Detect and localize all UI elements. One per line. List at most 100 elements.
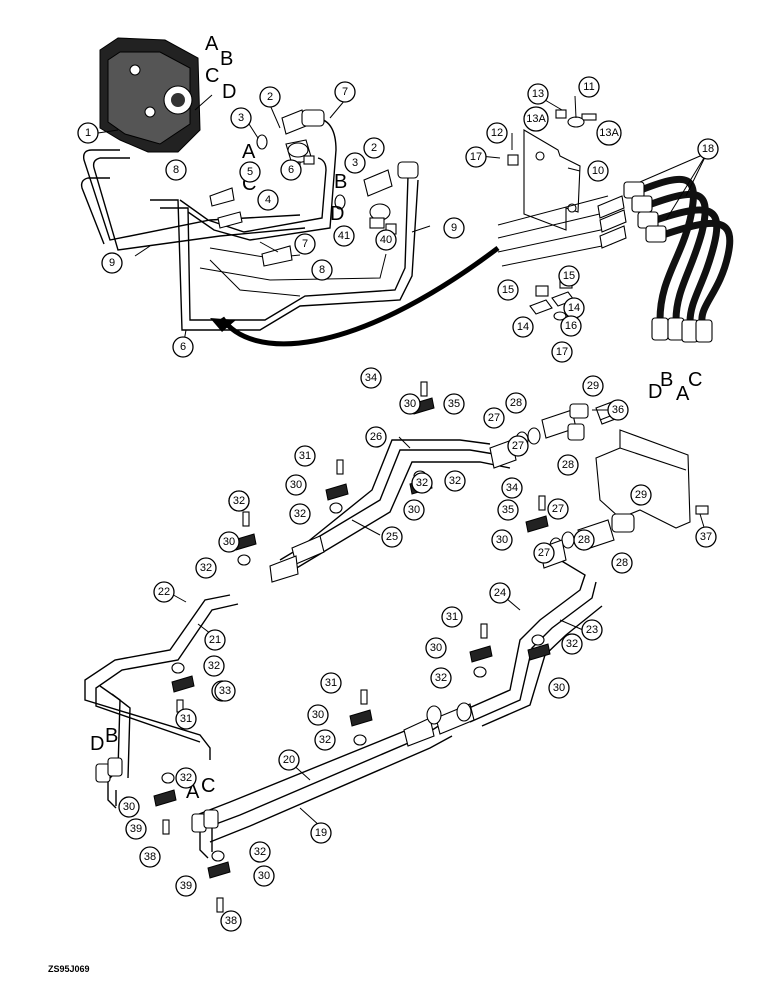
- callout-circle: [294, 233, 316, 255]
- callout-30: 30: [403, 499, 425, 521]
- callout-circle: [486, 122, 508, 144]
- callout-number: 22: [158, 586, 170, 598]
- callout-28: 28: [505, 392, 527, 414]
- callout-circle: [596, 120, 622, 146]
- callout-circle: [505, 392, 527, 414]
- callout-number: 30: [123, 801, 135, 813]
- callout-29: 29: [630, 484, 652, 506]
- callout-26: 26: [365, 426, 387, 448]
- callout-circle: [399, 393, 421, 415]
- callout-number: 30: [408, 504, 420, 516]
- callout-number: 2: [371, 142, 377, 154]
- callout-number: 31: [299, 450, 311, 462]
- callout-35: 35: [497, 499, 519, 521]
- callout-circle: [497, 499, 519, 521]
- callout-circle: [153, 581, 175, 603]
- callout-number: 17: [470, 151, 482, 163]
- hose-letter-b: B: [660, 369, 673, 391]
- callout-number: 28: [616, 557, 628, 569]
- callout-8: 8: [165, 159, 187, 181]
- callout-31: 31: [441, 606, 463, 628]
- callout-number: 32: [416, 477, 428, 489]
- callout-circle: [695, 526, 717, 548]
- callout-6: 6: [280, 159, 302, 181]
- callout-circle: [239, 161, 261, 183]
- callout-34: 34: [501, 477, 523, 499]
- callout-9: 9: [443, 217, 465, 239]
- callout-number: 9: [109, 257, 115, 269]
- callout-circle: [560, 315, 582, 337]
- callout-number: 38: [225, 915, 237, 927]
- callout-36: 36: [607, 399, 629, 421]
- callout-number: 18: [702, 143, 714, 155]
- callout-32: 32: [289, 503, 311, 525]
- callout-number: 13A: [599, 127, 619, 139]
- callout-circle: [551, 341, 573, 363]
- callout-number: 1: [85, 127, 91, 139]
- callout-number: 30: [496, 534, 508, 546]
- callout-number: 4: [265, 194, 271, 206]
- callout-number: 14: [517, 321, 529, 333]
- callout-circle: [253, 865, 275, 887]
- callout-circle: [333, 225, 355, 247]
- callout-circle: [465, 146, 487, 168]
- callout-28: 28: [573, 529, 595, 551]
- callout-15: 15: [558, 265, 580, 287]
- callout-number: 29: [635, 489, 647, 501]
- callout-circle: [203, 655, 225, 677]
- callout-number: 32: [566, 638, 578, 650]
- port-letters: A B C D A C B D D B A C D B A C: [90, 33, 702, 803]
- callout-number: 35: [502, 504, 514, 516]
- callout-number: 32: [319, 734, 331, 746]
- callout-number: 13: [532, 88, 544, 100]
- callout-number: 7: [302, 238, 308, 250]
- callout-number: 23: [586, 624, 598, 636]
- callout-circle: [77, 122, 99, 144]
- callout-number: 20: [283, 754, 295, 766]
- callout-27: 27: [547, 498, 569, 520]
- callout-31: 31: [294, 445, 316, 467]
- callout-number: 30: [258, 870, 270, 882]
- callout-circle: [507, 435, 529, 457]
- callout-circle: [523, 106, 549, 132]
- callout-circle: [483, 407, 505, 429]
- callout-number: 2: [267, 91, 273, 103]
- callout-number: 32: [254, 846, 266, 858]
- callout-number: 29: [587, 380, 599, 392]
- callout-2: 2: [259, 86, 281, 108]
- callout-number: 30: [223, 536, 235, 548]
- callout-7: 7: [334, 81, 356, 103]
- callout-circle: [257, 189, 279, 211]
- callout-number: 11: [583, 81, 594, 93]
- callout-12: 12: [486, 122, 508, 144]
- callout-number: 32: [435, 672, 447, 684]
- callout-number: 30: [430, 642, 442, 654]
- callout-circle: [289, 503, 311, 525]
- callout-number: 27: [552, 503, 564, 515]
- callout-circle: [278, 749, 300, 771]
- callout-2: 2: [363, 137, 385, 159]
- callout-number: 6: [180, 341, 186, 353]
- callout-number: 31: [180, 713, 192, 725]
- clamps: [153, 397, 551, 879]
- callout-16: 16: [560, 315, 582, 337]
- callout-37: 37: [695, 526, 717, 548]
- callout-21: 21: [204, 629, 226, 651]
- callout-circle: [548, 677, 570, 699]
- callout-number: 37: [700, 531, 712, 543]
- drawing-code: ZS95J069: [48, 964, 90, 974]
- hose-letter-c: C: [688, 369, 702, 391]
- callout-33: 33: [214, 680, 236, 702]
- callout-1: 1: [77, 122, 99, 144]
- callout-32: 32: [444, 470, 466, 492]
- callout-31: 31: [175, 708, 197, 730]
- callout-circle: [573, 529, 595, 551]
- callout-14: 14: [563, 297, 585, 319]
- callout-38: 38: [220, 910, 242, 932]
- callout-circle: [444, 470, 466, 492]
- callout-number: 25: [386, 531, 398, 543]
- callout-29: 29: [582, 375, 604, 397]
- callout-circle: [101, 252, 123, 274]
